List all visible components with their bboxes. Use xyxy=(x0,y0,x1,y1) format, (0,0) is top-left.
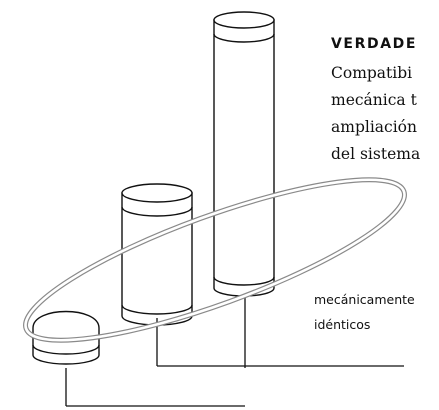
orbit-ring xyxy=(23,177,407,343)
tall-cylinder xyxy=(213,11,275,297)
callout-line-3: ampliación xyxy=(331,118,417,136)
callout-line-2: mecánica t xyxy=(331,91,417,109)
annotation-line-1: mecánicamente xyxy=(314,292,415,307)
callout-line-4: del sistema xyxy=(331,145,421,163)
medium-cylinder xyxy=(121,183,193,326)
callout-line-1: Compatibi xyxy=(331,64,413,82)
callout-heading: VERDADE xyxy=(331,36,418,52)
annotation-line-2: idénticos xyxy=(314,317,371,332)
small-cylinder xyxy=(32,310,100,365)
connector-lines xyxy=(65,296,404,407)
